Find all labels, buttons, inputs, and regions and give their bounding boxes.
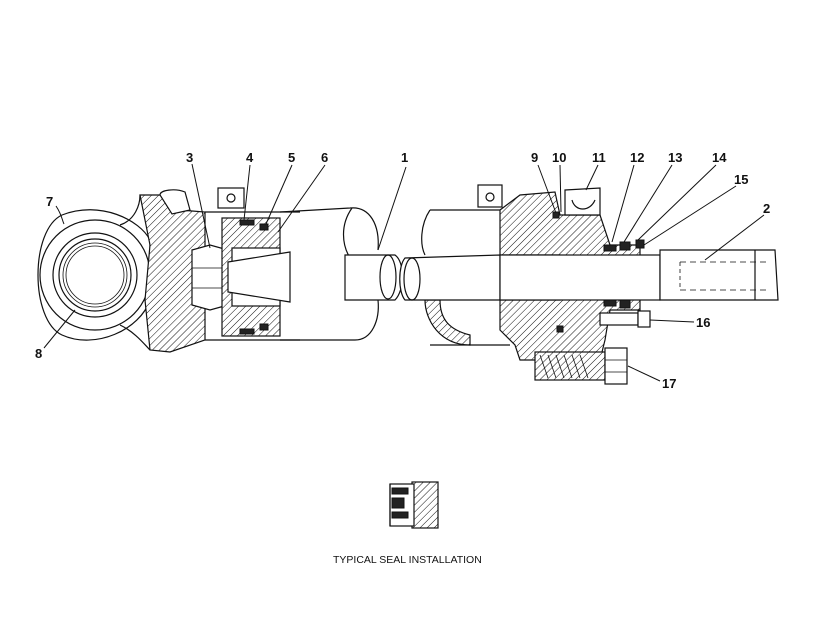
callout-labels: 1 2 3 4 5 6 7 8 9 10 11 12 13 14 15 16 1… [35, 150, 770, 391]
cylinder-barrel-right [399, 184, 510, 346]
callout-3: 3 [186, 150, 193, 165]
callout-1: 1 [401, 150, 408, 165]
leader-lines [43, 163, 765, 382]
callout-6: 6 [321, 150, 328, 165]
cylinder-head [139, 187, 300, 353]
callout-16: 16 [696, 315, 710, 330]
callout-13: 13 [668, 150, 682, 165]
rod-eye-end [37, 194, 151, 351]
seal-installation-detail [389, 481, 439, 529]
callout-11: 11 [592, 150, 606, 165]
callout-14: 14 [712, 150, 727, 165]
callout-7: 7 [46, 194, 53, 209]
piston-rod-extended [499, 249, 779, 301]
callout-10: 10 [552, 150, 566, 165]
callout-15: 15 [734, 172, 748, 187]
bolt-threads [539, 354, 589, 379]
figure-caption: TYPICAL SEAL INSTALLATION [333, 554, 482, 566]
piston-assembly [191, 217, 291, 337]
callout-17: 17 [662, 376, 676, 391]
callout-12: 12 [630, 150, 644, 165]
callout-8: 8 [35, 346, 42, 361]
cylinder-barrel-left [279, 207, 404, 341]
callout-5: 5 [288, 150, 295, 165]
callout-4: 4 [246, 150, 254, 165]
callout-9: 9 [531, 150, 538, 165]
callout-2: 2 [763, 201, 770, 216]
